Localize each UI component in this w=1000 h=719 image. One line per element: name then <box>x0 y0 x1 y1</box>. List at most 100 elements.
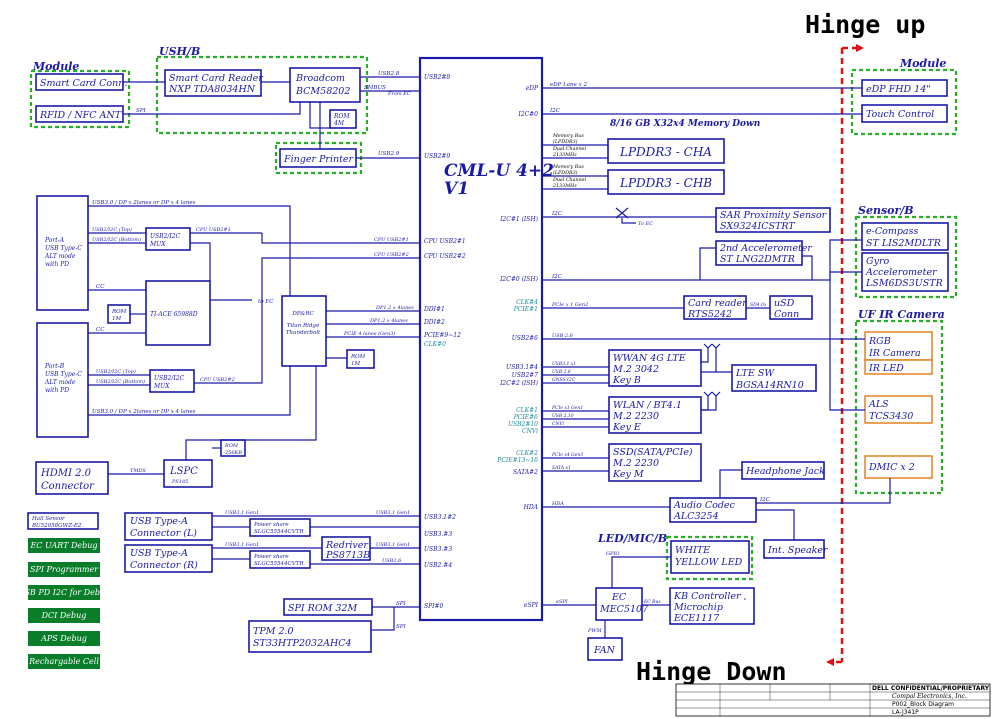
ir-led <box>864 359 933 375</box>
wire-codec-spk <box>756 509 795 540</box>
smart-card-conn-label: Smart Card Conn. <box>40 78 127 89</box>
sig-spi-tpm: SPI <box>396 624 406 630</box>
wire-portb-usb3 <box>88 366 291 416</box>
usb-a-right-label1: USB Type-A <box>130 548 188 559</box>
sig-usb31-d: USB3.1 Gen1 <box>376 542 410 548</box>
sig-smbus: SMBUS <box>364 85 386 91</box>
wire-mux-i2c <box>190 242 211 281</box>
sig-usb31-a: USB3.1 Gen1 <box>225 510 259 516</box>
port-usb2-8: USB2#8 <box>424 74 450 81</box>
memory-bus-labels: Memory Bus (LPDDR3) Dual Channel 2133MHz… <box>552 133 586 189</box>
ec-block <box>595 587 643 621</box>
sensor-label: Sensor/B <box>858 204 914 217</box>
port-clk-2: CLK#2 <box>516 450 538 457</box>
rom-1m-b <box>346 349 375 369</box>
debug-cell <box>28 654 100 669</box>
debug-dci <box>28 608 100 623</box>
port-usb3-3b: USB3.#3 <box>424 546 452 553</box>
sig-pcie-card: PCIe x 1 Gen2 <box>551 302 588 308</box>
accel-2 <box>715 240 803 266</box>
sig-gnss: GNSS I2C <box>552 377 576 383</box>
tpm-label2: ST33HTP2032AHC4 <box>253 638 352 649</box>
lpddr3-cha <box>607 138 725 164</box>
gyro-label3: LSM6DS3USTR <box>865 278 943 289</box>
wire-titan-lspc <box>185 366 317 460</box>
sig-lpddr3-a: (LPDDR3) <box>553 138 578 145</box>
usb-a-left-label1: USB Type-A <box>130 516 188 527</box>
sig-dp12-a: DP1.2 x 4lanes <box>375 305 414 311</box>
sig-mem-bus-a: Memory Bus <box>552 133 584 139</box>
gyro-label2: Accelerometer <box>865 267 938 278</box>
sig-lpddr3-b: (LPDDR3) <box>553 169 578 176</box>
touch-label: Touch Control <box>866 109 934 120</box>
debug-usb-pd-label: USB PD I2C for Debug <box>18 588 111 597</box>
sig-dual-a: Dual Channel <box>552 146 586 152</box>
led-mic-label: LED/MIC/B <box>597 532 667 545</box>
wire-compass <box>812 239 862 281</box>
sig-pcie4: PCIE 4 lanes (Gen3) <box>343 330 395 337</box>
port-ddi-1: DDI#1 <box>423 306 445 313</box>
lpddr3-chb-label: LPDDR3 - CHB <box>619 176 712 190</box>
sig-i2c-sensor: I2C <box>551 274 563 280</box>
port-b-label3: ALT mode <box>44 379 76 386</box>
port-usb2-6: USB2#6 <box>512 335 538 342</box>
sig-cnvi: CNVi <box>552 421 565 427</box>
sig-pwm: PWM <box>587 628 603 634</box>
rom-4m <box>329 109 357 129</box>
rgb-label2: IR Camera <box>868 348 921 359</box>
rgb-label1: RGB <box>868 336 891 347</box>
led-group <box>665 535 754 581</box>
usb-a-right-label2: Connector (R) <box>130 560 198 571</box>
sig-pcie-ssd: PCIe x4 Gen3 <box>551 452 583 458</box>
sig-cpu-usb1: CPU USB2#1 <box>196 227 231 233</box>
port-usb2-10: USB2#10 <box>508 421 538 428</box>
wlan-block <box>608 396 702 434</box>
debug-aps <box>28 631 100 646</box>
debug-spi <box>28 562 100 577</box>
hinge-top-arrowhead <box>856 44 864 52</box>
sig-usb31-b: USB3.1 Gen1 <box>376 510 410 516</box>
title-grid <box>676 684 990 716</box>
sig-usb2-top-b: USB2/I2C (Top) <box>96 368 136 375</box>
sig-kb-bus: EC Bus <box>643 599 661 605</box>
lpddr3-cha-label: LPDDR3 - CHA <box>619 145 712 159</box>
sig-usb210: USB 2.10 <box>552 413 574 419</box>
hdmi-connector <box>35 461 109 495</box>
sig-usb2-6: USB2.6 <box>382 558 402 564</box>
mux-bottom <box>149 369 195 393</box>
port-i2c-0-ish: I2C#0 (ISH) <box>499 276 539 283</box>
port-pcie-9-12: PCIE#9~12 <box>423 332 461 339</box>
smart-card-reader-label1: Smart Card Reader <box>169 73 264 84</box>
sig-edp-lane: eDP Lane x 2 <box>550 82 587 88</box>
sig-i2c-sar: I2C <box>551 211 563 217</box>
sig-gpio: GPIO <box>606 551 619 557</box>
rom-1m-a-label1: ROM <box>111 309 127 315</box>
port-a-label1: Port-A <box>44 237 65 244</box>
ssd-label2: M.2 2230 <box>612 458 659 469</box>
sig-usb3-dp-b: USB3.0 / DP x 2lanes or DP x 4 lanes <box>92 409 196 415</box>
sig-usb31-wwan: USB3.1 x1 <box>552 361 576 367</box>
wlan-antenna <box>701 391 713 411</box>
port-b-label1: Port-B <box>44 363 65 370</box>
module-right-label: Module <box>899 57 946 70</box>
sig-usb31-c: USB3.1 Gen1 <box>225 542 259 548</box>
debug-spi-label: SPI Programmer <box>30 565 99 574</box>
title-name: P002_Block Diagram <box>892 701 954 708</box>
ti-ace-label: TI-ACE 65988D <box>150 311 198 318</box>
rom-1m-b-label1: ROM <box>350 354 366 360</box>
hall-sensor <box>27 512 99 530</box>
sar-label1: SAR Proximity Sensor <box>720 210 828 221</box>
sig-usb26: USB 2.6 <box>552 333 574 339</box>
wlan-label3: Key E <box>612 422 641 433</box>
hall-label2: BU52058GWZ-E2 <box>31 523 82 529</box>
wwan-block <box>608 349 702 387</box>
sensor-group <box>854 215 958 299</box>
wire-to-ec <box>621 218 636 224</box>
ps2-label2: SLGC55544CVTR <box>254 561 304 567</box>
wire-cpu-usb1 <box>261 233 420 244</box>
sig-hda: HDA <box>551 501 564 507</box>
sig-spi: SPI <box>136 108 146 114</box>
rfid-label: RFID / NFC ANT <box>39 110 122 121</box>
hinge-down-label: Hinge Down <box>636 657 787 686</box>
redriver-label1: Redriver <box>325 540 369 551</box>
